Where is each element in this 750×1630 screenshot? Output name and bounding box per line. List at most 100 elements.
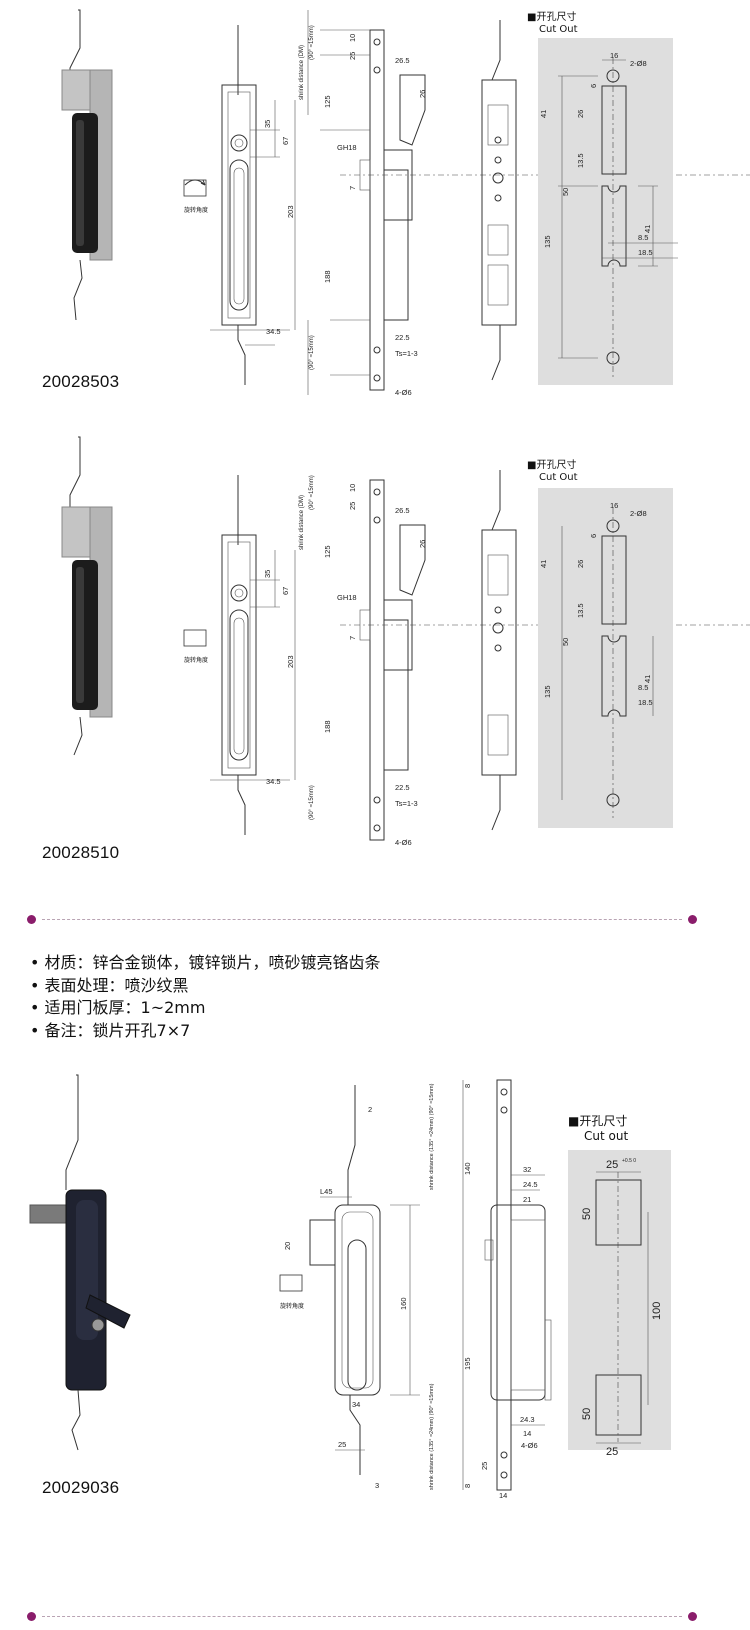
cut-16: 16 (610, 51, 618, 60)
dim-67: 67 (281, 587, 290, 595)
cut-135: 135 (543, 235, 552, 248)
product-photo-1 (61, 9, 113, 321)
model-code-1: 20028503 (42, 372, 120, 391)
cut-8-5: 8.5 (638, 683, 648, 692)
dim-24-3: 24.3 (520, 1415, 535, 1424)
shrink-bottom: (90° ≈15mm) (309, 785, 315, 820)
shrink-bottom: (90° ≈15mm) (309, 335, 315, 370)
cut-8-5: 8.5 (638, 233, 648, 242)
bottom-divider-line (42, 1616, 682, 1617)
cut-13-5: 13.5 (576, 153, 585, 168)
spec-list: • 材质：锌合金锁体，镀锌锁片，喷砂镀亮铬齿条 • 表面处理：喷沙纹黑 • 适用… (30, 952, 381, 1042)
shrink-label: shrink distance (DM) (299, 495, 305, 550)
label-holes: 4-Ø6 (395, 388, 412, 397)
rotate-label-3: 旋转角度 (280, 1302, 304, 1310)
label-holes: 4-Ø6 (395, 838, 412, 847)
label-gh18: GH18 (337, 143, 357, 152)
cut-41-a: 41 (539, 560, 548, 568)
divider-dot-left (27, 915, 36, 924)
cut-18-5: 18.5 (638, 698, 653, 707)
cutout-title-cn-2: ■开孔尺寸 (527, 460, 577, 471)
dim-l45: L45 (320, 1187, 333, 1196)
dim-125: 125 (323, 95, 332, 108)
divider-line (42, 919, 682, 920)
cut-2-d8: 2-Ø8 (630, 59, 647, 68)
dim-25: 25 (338, 1440, 346, 1449)
dim-203: 203 (286, 205, 295, 218)
dim-25: 25 (348, 502, 357, 510)
dim-22-5: 22.5 (395, 333, 410, 342)
front-view-drawing-1: 35 67 203 34.5 旋转角度 (183, 25, 296, 385)
product-section-1: 20028503 35 67 203 34.5 旋转角度 (0, 0, 750, 410)
back-view-drawing-2 (481, 470, 517, 831)
cutout-title-2: ■开孔尺寸 Cut Out (527, 460, 578, 484)
side-view-drawing-2: 10 25 125 188 26.5 26 GH18 7 22.5 Ts=1-3… (299, 475, 750, 847)
cut-25-bottom: 25 (606, 1446, 618, 1458)
front-view-drawing-2: 35 67 203 34.5 旋转角度 (183, 475, 296, 835)
side-view-drawing-1: 10 25 125 188 26.5 26 GH18 7 22.5 Ts=1-3… (299, 10, 750, 397)
product-section-3: 20029036 2 L45 20 160 34 25 3 旋转角度 (0, 1070, 750, 1590)
cut-tolerance: +0.5 0 (622, 1158, 636, 1164)
spec-material: • 材质：锌合金锁体，镀锌锁片，喷砂镀亮铬齿条 (30, 953, 381, 972)
product-section-2: 20028510 35 67 203 34.5 旋转角度 10 25 12 (0, 430, 750, 870)
cut-2-d8: 2-Ø8 (630, 509, 647, 518)
cutout-title-en-2: Cut Out (539, 472, 578, 483)
cutout-panel-1 (538, 38, 673, 385)
cutout-panel-3 (568, 1150, 671, 1450)
front-view-drawing-3: 2 L45 20 160 34 25 3 旋转角度 (279, 1085, 420, 1490)
dim-140: 140 (463, 1162, 472, 1175)
back-view-drawing-1 (481, 20, 517, 381)
dim-7: 7 (348, 636, 357, 640)
product-photo-3 (29, 1074, 131, 1451)
divider-dot-right (688, 915, 697, 924)
dim-10: 10 (348, 34, 357, 42)
dim-3: 3 (375, 1481, 379, 1490)
spec-note: • 备注：锁片开孔7×7 (30, 1020, 191, 1040)
dim-125: 125 (323, 545, 332, 558)
dim-26-5: 26.5 (395, 506, 410, 515)
side-view-drawing-3: shrink distance (135° ≈24mm) (90° ≈15mm)… (429, 1079, 552, 1500)
cut-41-b: 41 (643, 675, 652, 683)
dim-25: 25 (348, 52, 357, 60)
dim-160: 160 (399, 1297, 408, 1310)
dim-2: 2 (368, 1105, 372, 1114)
cut-6: 6 (589, 84, 598, 88)
dim-34: 34 (352, 1400, 360, 1409)
shrink-label-top: shrink distance (DM) (299, 45, 305, 100)
label-ts: Ts=1-3 (395, 349, 418, 358)
dim-22-5: 22.5 (395, 783, 410, 792)
dim-10: 10 (348, 484, 357, 492)
spec-surface: • 表面处理：喷沙纹黑 (30, 975, 189, 995)
label-ts: Ts=1-3 (395, 799, 418, 808)
cutout-title-cn-1: ■开孔尺寸 (527, 12, 577, 23)
cutout-title-1: ■开孔尺寸 Cut Out (527, 12, 578, 36)
dim-21: 21 (523, 1195, 531, 1204)
dim-14-a: 14 (523, 1429, 531, 1438)
dim-26: 26 (418, 540, 427, 548)
cut-50: 50 (561, 638, 570, 646)
product-photo-2 (61, 436, 113, 756)
dim-8-top: 8 (463, 1084, 472, 1088)
dim-188: 188 (323, 270, 332, 283)
dim-195: 195 (463, 1357, 472, 1370)
cutout-title-en-1: Cut Out (539, 24, 578, 35)
model-code-2: 20028510 (42, 843, 120, 862)
dim-8-bottom: 8 (463, 1484, 472, 1488)
cut-18-5: 18.5 (638, 248, 653, 257)
cut-50-top: 50 (581, 1208, 593, 1220)
spec-door-thickness: • 适用门板厚：1~2mm (30, 998, 206, 1017)
dim-32: 32 (523, 1165, 531, 1174)
cutout-title-3: ■开孔尺寸 Cut out (568, 1114, 628, 1144)
shrink-top: (90° ≈15mm) (309, 25, 315, 60)
cut-26: 26 (576, 560, 585, 568)
shrink-top-3: shrink distance (135° ≈24mm) (90° ≈15mm) (429, 1083, 435, 1190)
bottom-dot-right (688, 1612, 697, 1621)
dim-34-5: 34.5 (266, 777, 281, 786)
rotate-label: 旋转角度 (184, 206, 208, 214)
dim-25-b: 25 (480, 1462, 489, 1470)
cut-41-a: 41 (539, 110, 548, 118)
shrink-top: (90° ≈15mm) (309, 475, 315, 510)
bottom-dot-left (27, 1612, 36, 1621)
cut-41-b: 41 (643, 225, 652, 233)
dim-7: 7 (348, 186, 357, 190)
